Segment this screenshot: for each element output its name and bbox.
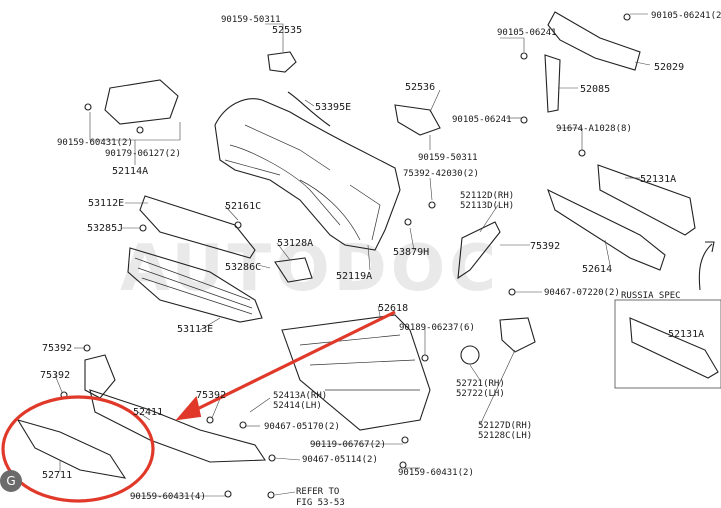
- absorber-52614-drawing: [547, 188, 666, 271]
- watermark: AUTODOC: [120, 232, 500, 306]
- part-label: 53113E: [177, 324, 213, 335]
- refer-note: REFER TO: [296, 487, 339, 497]
- corner-badge-icon[interactable]: G: [0, 470, 22, 492]
- region-note: RUSSIA SPEC: [621, 291, 681, 301]
- part-label: 90467-05170(2): [264, 422, 340, 432]
- side-retainer-drawing: [457, 221, 501, 280]
- part-label: 90159-60431(2): [57, 138, 133, 148]
- part-label: 90105-06241(2): [651, 11, 721, 21]
- part-label: 90119-06767(2): [310, 440, 386, 450]
- part-label: 52414(LH): [273, 401, 322, 411]
- part-label: 90159-50311: [221, 15, 281, 25]
- bracket-left-drawing: [84, 354, 116, 399]
- refer-note: FIG 53-53: [296, 498, 345, 508]
- molding-53395e-drawing: [287, 91, 331, 127]
- part-label: 53395E: [315, 102, 351, 113]
- part-label: 90467-07220(2): [544, 288, 620, 298]
- part-label: 53128A: [277, 238, 313, 249]
- part-label: 90159-50311: [418, 153, 478, 163]
- part-label: 75392: [40, 370, 70, 381]
- part-label: 52085: [580, 84, 610, 95]
- part-label: 53112E: [88, 198, 124, 209]
- highlight-annotation: [1, 310, 396, 503]
- part-label: 52119A: [336, 271, 372, 282]
- direction-arrow-drawing: [698, 241, 715, 291]
- reinforcement-russia-drawing: [614, 299, 721, 389]
- part-label: 53285J: [87, 223, 123, 234]
- part-label: 52536: [405, 82, 435, 93]
- license-bracket-drawing: [104, 79, 179, 125]
- part-label: 90159-60431(2): [398, 468, 474, 478]
- part-label: 52413A(RH): [273, 391, 327, 401]
- part-label: 52535: [272, 25, 302, 36]
- part-label: 52711: [42, 470, 72, 481]
- part-label: 90105-06241: [452, 115, 512, 125]
- part-label: 52127D(RH): [478, 421, 532, 431]
- part-label: 91674-A1028(8): [556, 124, 632, 134]
- part-label: 90179-06127(2): [105, 149, 181, 159]
- upper-support-drawing: [544, 11, 641, 113]
- part-label: 52161C: [225, 201, 261, 212]
- part-label: 90105-06241: [497, 28, 557, 38]
- fog-cover-drawing: [499, 317, 536, 353]
- part-label: 75392: [530, 241, 560, 252]
- part-label: 75392-42030(2): [403, 169, 479, 179]
- part-label: 90189-06237(6): [399, 323, 475, 333]
- bumper-cover-drawing: [214, 98, 401, 251]
- part-label: 75392: [42, 343, 72, 354]
- part-label: 52112D(RH): [460, 191, 514, 201]
- grille-53128a-drawing: [274, 257, 313, 283]
- under-cover-drawing: [281, 314, 431, 431]
- lower-grille-drawing: [127, 247, 263, 323]
- bracket-52535-drawing: [267, 51, 297, 73]
- lower-spoiler-drawing: [89, 389, 267, 463]
- part-label: 52029: [654, 62, 684, 73]
- part-label: 53879H: [393, 247, 429, 258]
- part-label: 52721(RH): [456, 379, 505, 389]
- part-label: 52411: [133, 407, 163, 418]
- part-label: 52614: [582, 264, 612, 275]
- leader-lines: [54, 13, 651, 497]
- part-labels: 90159-50311 52535 90105-06241 90105-0624…: [40, 11, 721, 508]
- part-label: 53286C: [225, 262, 261, 273]
- part-label: 52131A: [668, 329, 704, 340]
- part-label: 52131A: [640, 174, 676, 185]
- fog-ring-drawing: [460, 345, 480, 365]
- part-label: 90159-60431(4): [130, 492, 206, 502]
- part-label: 52128C(LH): [478, 431, 532, 441]
- part-label: 75392: [196, 390, 226, 401]
- spoiler-52711-drawing: [16, 419, 127, 479]
- part-label: 52113D(LH): [460, 201, 514, 211]
- part-label: 90467-05114(2): [302, 455, 378, 465]
- reinforcement-top-drawing: [597, 164, 696, 236]
- part-label: 52618: [378, 303, 408, 314]
- bracket-52536-drawing: [394, 104, 441, 136]
- part-label: 52114A: [112, 166, 148, 177]
- part-label: 52722(LH): [456, 389, 505, 399]
